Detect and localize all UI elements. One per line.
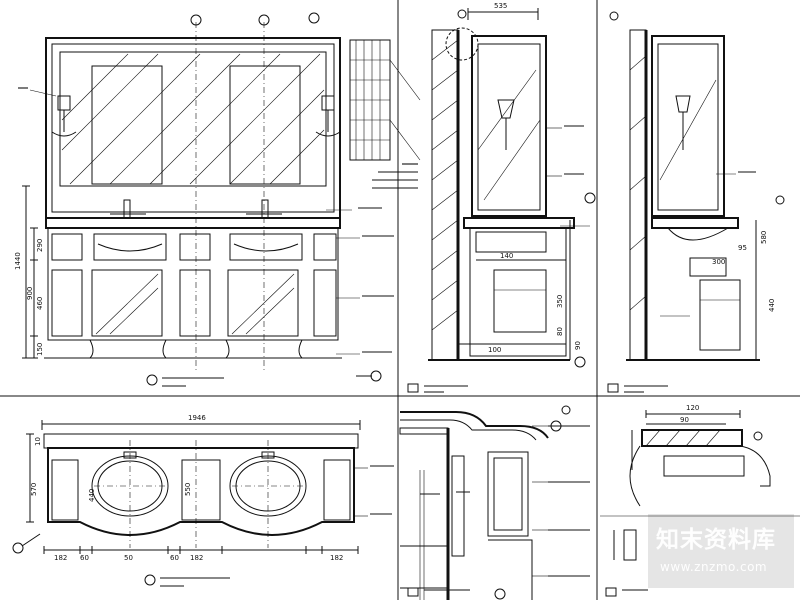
dim-plan-seg-left: 182 [54,554,67,562]
dim-door-height: 460 [36,297,44,310]
dim-plan-seg-mid3: 60 [170,554,179,562]
right-section: 580 300 95 440 [607,11,785,393]
dim-rs-a: 580 [760,231,768,244]
dim-plan-seg-center: 182 [190,554,203,562]
front-elevation: 1440 900 290 460 150 [14,12,394,387]
dim-plan-depth-inner: 550 [184,483,192,496]
dim-br-top1: 120 [686,404,699,412]
detail-counter-edge: 120 90 [605,404,771,597]
watermark-brand: 知末资料库 [656,527,776,553]
dim-br-top2: 90 [680,416,689,424]
wall-sconce-right [315,95,341,137]
watermark: 知末资料库 www.znzmo.com [648,514,794,588]
dim-plinth-height: 150 [36,343,44,356]
dim-sec-door: 350 [556,295,564,308]
dim-total-height: 1440 [14,252,22,270]
wall-hatch [431,39,459,331]
side-section: 535 140 350 100 80 90 [407,2,596,393]
dim-rs-c: 95 [738,244,747,252]
mirror-hatch [61,53,325,185]
dim-plan-seg-mid1: 60 [80,554,89,562]
dim-plan-seg-mid2: 50 [124,554,133,562]
dim-rs-d: 440 [768,299,776,312]
dim-top-width: 535 [494,2,507,10]
wall-sconce-left [51,95,77,137]
dim-cabinet-height: 900 [26,287,34,300]
dim-drawer-height: 290 [36,239,44,252]
watermark-url: www.znzmo.com [660,560,768,574]
dim-plan-seg-right: 182 [330,554,343,562]
dim-plan-depth: 570 [30,483,38,496]
dim-plan-bowl: 440 [88,489,96,502]
dim-rs-b: 300 [712,258,725,266]
dim-sec-drawer: 140 [500,252,513,260]
dim-plan-total: 1946 [188,414,206,422]
dim-plan-top: 10 [34,437,42,446]
wall-detail [349,39,421,189]
dim-sec-small: 80 [556,327,564,336]
dim-sec-base: 100 [488,346,501,354]
detail-molding [399,405,590,600]
plan-view: 1946 10 570 440 550 [12,414,394,587]
dim-sec-side: 90 [574,341,582,350]
